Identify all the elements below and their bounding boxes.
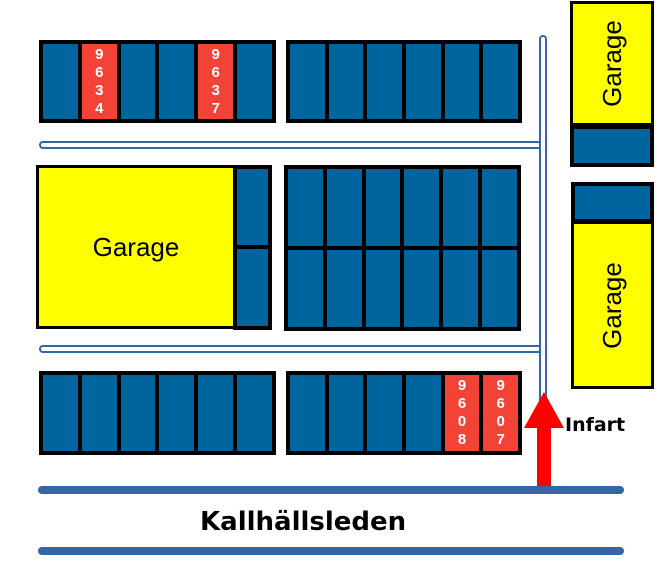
parking-spot[interactable] <box>365 250 401 327</box>
parking-spot[interactable] <box>326 169 362 246</box>
parking-spot[interactable] <box>159 375 195 451</box>
parking-spot[interactable] <box>571 182 654 223</box>
parking-spot[interactable] <box>120 375 156 451</box>
parking-spot[interactable] <box>120 44 156 119</box>
parking-spot[interactable] <box>482 250 517 327</box>
parking-row-bottom-left <box>39 371 276 455</box>
garage-left-label: Garage <box>92 231 180 262</box>
driveway-upper <box>39 141 546 149</box>
parking-spot[interactable] <box>81 375 117 451</box>
parking-spot[interactable] <box>288 169 323 246</box>
parking-spot[interactable] <box>43 44 78 119</box>
parking-spot[interactable] <box>290 44 325 119</box>
parking-spot[interactable] <box>367 375 403 451</box>
parking-spot[interactable] <box>365 169 401 246</box>
garage-right-top-label: Garage <box>596 20 627 107</box>
driveway-lower <box>39 345 546 353</box>
parking-spot[interactable] <box>444 44 480 119</box>
parking-spot[interactable] <box>328 44 364 119</box>
parking-spot[interactable] <box>367 44 403 119</box>
parking-spot[interactable] <box>326 250 362 327</box>
parking-spot[interactable] <box>570 125 654 167</box>
garage-right-bottom[interactable]: Garage <box>571 221 654 389</box>
parking-spot[interactable] <box>159 44 195 119</box>
parking-row-top-right <box>286 40 522 123</box>
parking-spot[interactable] <box>404 169 440 246</box>
parking-spot[interactable] <box>443 169 479 246</box>
road-name: Kallhällsleden <box>200 507 407 537</box>
garage-right-top[interactable]: Garage <box>570 1 654 126</box>
parking-spot[interactable] <box>237 44 272 119</box>
road-edge-top <box>38 486 624 494</box>
road-edge-bottom <box>38 547 624 555</box>
parking-spot[interactable] <box>233 165 272 249</box>
garage-right-bottom-label: Garage <box>597 261 628 349</box>
parking-spot[interactable] <box>237 375 272 451</box>
parking-spot[interactable] <box>198 375 234 451</box>
driveway-main <box>539 35 547 435</box>
garage-left[interactable]: Garage <box>36 165 236 329</box>
parking-spot[interactable] <box>43 375 78 451</box>
parking-spot[interactable] <box>406 375 441 451</box>
parking-spot[interactable] <box>328 375 364 451</box>
parking-spot[interactable] <box>406 44 441 119</box>
parking-spot[interactable] <box>290 375 325 451</box>
parking-spot[interactable] <box>233 245 272 330</box>
parking-spot[interactable] <box>483 44 519 119</box>
parking-spot[interactable] <box>288 250 323 327</box>
parking-spot[interactable] <box>404 250 440 327</box>
parking-spot[interactable] <box>443 250 479 327</box>
entrance-label: Infart <box>565 414 626 436</box>
arrow-up-icon <box>524 392 564 488</box>
parking-block-middle <box>284 165 521 331</box>
parking-spot[interactable] <box>482 169 517 246</box>
